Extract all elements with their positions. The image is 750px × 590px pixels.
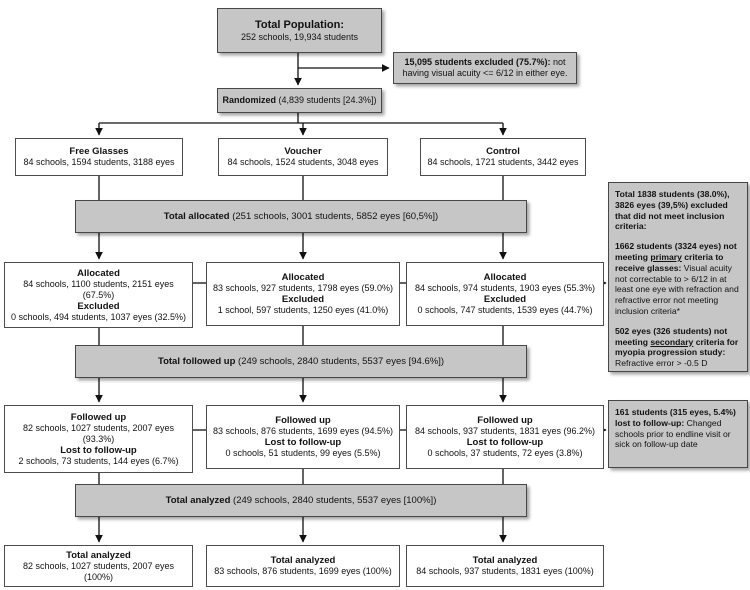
followed-label: Followed up [477, 415, 533, 426]
randomized-text: Randomized (4,839 students [24.3%]) [222, 95, 377, 105]
excluded-label: Excluded [281, 294, 325, 305]
inclusion-note-secondary: 502 eyes (326 students) not meeting seco… [615, 325, 739, 369]
total-population-box: Total Population: 252 schools, 19,934 st… [217, 8, 382, 53]
arm-free-glasses-box: Free Glasses 84 schools, 1594 students, … [15, 138, 183, 176]
allocated-label: Allocated [77, 267, 120, 279]
inclusion-note-primary: 1662 students (3324 eyes) not meeting pr… [615, 241, 739, 316]
allocated-box-voucher: Allocated 83 schools, 927 students, 1798… [206, 262, 400, 326]
lost-counts: 0 schools, 37 students, 72 eyes (3.8%) [427, 448, 583, 458]
followed-label: Followed up [275, 415, 331, 426]
excluded-note-text: 15,095 students excluded (75.7%): not ha… [402, 57, 568, 78]
allocated-counts: 83 schools, 927 students, 1798 eyes (59.… [212, 283, 394, 293]
total-analyzed-bar: Total analyzed (249 schools, 2840 studen… [75, 484, 527, 517]
arm-free-glasses-counts: 84 schools, 1594 students, 3188 eyes [23, 157, 175, 167]
followed-box-voucher: Followed up 83 schools, 876 students, 16… [206, 405, 400, 469]
arm-voucher-title: Voucher [284, 146, 322, 157]
analyzed-label: Total analyzed [270, 555, 336, 566]
arm-voucher-counts: 84 schools, 1524 students, 3048 eyes [227, 157, 379, 167]
lost-counts: 0 schools, 51 students, 99 eyes (5.5%) [225, 448, 381, 458]
analyzed-counts: 83 schools, 876 students, 1699 eyes (100… [214, 566, 392, 576]
inclusion-note-summary: Total 1838 students (38.0%), 3826 eyes (… [615, 189, 730, 232]
lost-label: Lost to follow-up [60, 444, 137, 456]
analyzed-box-voucher: Total analyzed 83 schools, 876 students,… [206, 545, 400, 587]
arm-free-glasses-title: Free Glasses [69, 146, 129, 157]
allocated-label: Allocated [281, 272, 325, 283]
total-followed-up-bar: Total followed up (249 schools, 2840 stu… [75, 345, 527, 378]
allocated-box-control: Allocated 84 schools, 974 students, 1903… [406, 262, 604, 326]
inclusion-criteria-note: Total 1838 students (38.0%), 3826 eyes (… [608, 182, 748, 372]
analyzed-counts: 84 schools, 937 students, 1831 eyes (100… [416, 566, 594, 576]
total-allocated-bar: Total allocated (251 schools, 3001 stude… [75, 200, 527, 233]
excluded-note-box: 15,095 students excluded (75.7%): not ha… [393, 52, 577, 84]
total-population-title: Total Population: [254, 19, 344, 31]
followed-counts: 84 schools, 937 students, 1831 eyes (96.… [414, 426, 596, 436]
arm-voucher-box: Voucher 84 schools, 1524 students, 3048 … [218, 138, 388, 176]
lost-counts: 2 schools, 73 students, 144 eyes (6.7%) [18, 455, 179, 466]
followed-box-free-glasses: Followed up 82 schools, 1027 students, 2… [4, 405, 193, 473]
allocated-label: Allocated [483, 272, 527, 283]
allocated-counts: 84 schools, 1100 students, 2151 eyes (67… [23, 278, 174, 300]
excluded-counts: 1 school, 597 students, 1250 eyes (41.0%… [217, 305, 389, 315]
analyzed-label: Total analyzed [472, 555, 538, 566]
analyzed-label: Total analyzed [66, 549, 131, 561]
arm-control-title: Control [486, 146, 520, 157]
total-population-counts: 252 schools, 19,934 students [240, 32, 359, 42]
followed-counts: 82 schools, 1027 students, 2007 eyes (93… [22, 422, 175, 444]
total-followed-up-text: Total followed up (249 schools, 2840 stu… [157, 356, 444, 367]
excluded-counts: 0 schools, 494 students, 1037 eyes (32.5… [10, 311, 187, 322]
allocated-counts: 84 schools, 974 students, 1903 eyes (55.… [414, 283, 596, 293]
lost-label: Lost to follow-up [264, 437, 342, 448]
followed-box-control: Followed up 84 schools, 937 students, 18… [406, 405, 604, 469]
arm-control-box: Control 84 schools, 1721 students, 3442 … [420, 138, 586, 176]
excluded-label: Excluded [483, 294, 527, 305]
lost-to-follow-up-note: 161 students (315 eyes, 5.4%) lost to fo… [608, 400, 748, 468]
allocated-box-free-glasses: Allocated 84 schools, 1100 students, 215… [4, 262, 193, 328]
analyzed-box-control: Total analyzed 84 schools, 937 students,… [406, 545, 604, 587]
lost-note-text: 161 students (315 eyes, 5.4%) lost to fo… [615, 407, 736, 450]
excluded-label: Excluded [77, 300, 120, 312]
total-analyzed-text: Total analyzed (249 schools, 2840 studen… [165, 495, 437, 506]
lost-label: Lost to follow-up [466, 437, 544, 448]
randomized-box: Randomized (4,839 students [24.3%]) [217, 88, 382, 113]
analyzed-counts: 82 schools, 1027 students, 2007 eyes (10… [22, 560, 175, 582]
total-allocated-text: Total allocated (251 schools, 3001 stude… [163, 211, 439, 222]
arm-control-counts: 84 schools, 1721 students, 3442 eyes [427, 157, 579, 167]
analyzed-box-free-glasses: Total analyzed 82 schools, 1027 students… [4, 545, 193, 587]
followed-counts: 83 schools, 876 students, 1699 eyes (94.… [212, 426, 394, 436]
followed-label: Followed up [70, 411, 127, 423]
excluded-counts: 0 schools, 747 students, 1539 eyes (44.7… [417, 305, 593, 315]
